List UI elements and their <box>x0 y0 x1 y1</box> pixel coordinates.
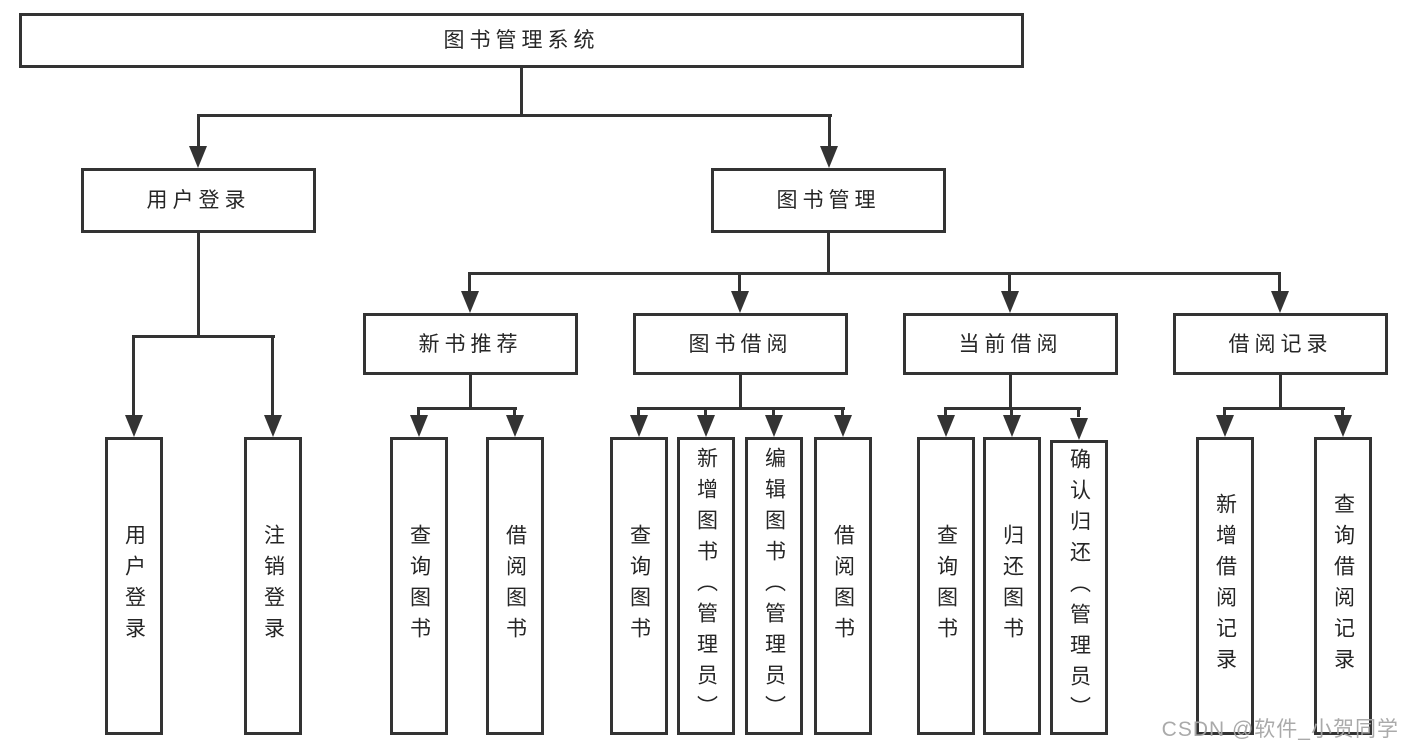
arrowhead-down-icon <box>506 415 524 437</box>
arrowhead-down-icon <box>264 415 282 437</box>
arrowhead-down-icon <box>765 415 783 437</box>
leaf-current-query-books: 查询图书 <box>917 437 975 735</box>
node-new-book-recommend: 新书推荐 <box>363 313 578 375</box>
connector-line <box>1077 407 1080 417</box>
node-current-borrow: 当前借阅 <box>903 313 1118 375</box>
leaf-recommend-query-books: 查询图书 <box>390 437 448 735</box>
connector-line <box>468 272 471 293</box>
connector-line <box>469 375 472 409</box>
connector-line <box>1009 375 1012 409</box>
arrowhead-down-icon <box>1271 291 1289 313</box>
leaf-borrow-edit-books-admin: 编辑图书（管理员） <box>745 437 803 735</box>
connector-line <box>513 407 516 417</box>
connector-line <box>827 233 830 274</box>
leaf-current-return-books: 归还图书 <box>983 437 1041 735</box>
arrowhead-down-icon <box>1216 415 1234 437</box>
connector-line <box>197 114 200 148</box>
node-borrow-records: 借阅记录 <box>1173 313 1388 375</box>
connector-line <box>520 68 523 117</box>
arrowhead-down-icon <box>1334 415 1352 437</box>
connector-line <box>197 233 200 337</box>
arrowhead-down-icon <box>410 415 428 437</box>
leaf-recommend-borrow-books: 借阅图书 <box>486 437 544 735</box>
arrowhead-down-icon <box>189 146 207 168</box>
connector-line <box>1279 375 1282 409</box>
connector-line <box>841 407 844 417</box>
csdn-watermark: CSDN @软件_小贺同学 <box>1161 718 1399 741</box>
arrowhead-down-icon <box>820 146 838 168</box>
arrowhead-down-icon <box>937 415 955 437</box>
leaf-logout: 注销登录 <box>244 437 302 735</box>
connector-line <box>739 375 742 409</box>
arrowhead-down-icon <box>1070 418 1088 440</box>
arrowhead-down-icon <box>834 415 852 437</box>
connector-line <box>772 407 775 417</box>
connector-line <box>738 272 741 293</box>
leaf-user-login: 用户登录 <box>105 437 163 735</box>
leaf-borrow-query-books: 查询图书 <box>610 437 668 735</box>
leaf-records-add-record: 新增借阅记录 <box>1196 437 1254 735</box>
connector-line <box>1223 407 1226 417</box>
connector-line <box>637 407 845 410</box>
arrowhead-down-icon <box>1001 291 1019 313</box>
connector-line <box>1341 407 1344 417</box>
connector-line <box>1010 407 1013 417</box>
connector-line <box>1008 272 1011 293</box>
connector-line <box>197 114 832 117</box>
node-book-borrow: 图书借阅 <box>633 313 848 375</box>
leaf-current-confirm-return-admin: 确认归还（管理员） <box>1050 440 1108 735</box>
arrowhead-down-icon <box>630 415 648 437</box>
node-root-library-management-system: 图书管理系统 <box>19 13 1024 68</box>
connector-line <box>132 335 275 338</box>
connector-line <box>271 335 274 417</box>
connector-line <box>1223 407 1345 410</box>
leaf-records-query-record: 查询借阅记录 <box>1314 437 1372 735</box>
connector-line <box>1278 272 1281 293</box>
leaf-borrow-add-books-admin: 新增图书（管理员） <box>677 437 735 735</box>
arrowhead-down-icon <box>1003 415 1021 437</box>
connector-line <box>417 407 517 410</box>
connector-line <box>704 407 707 417</box>
arrowhead-down-icon <box>731 291 749 313</box>
node-user-login: 用户登录 <box>81 168 316 233</box>
connector-line <box>637 407 640 417</box>
connector-line <box>828 114 831 148</box>
arrowhead-down-icon <box>125 415 143 437</box>
arrowhead-down-icon <box>697 415 715 437</box>
arrowhead-down-icon <box>461 291 479 313</box>
connector-line <box>132 335 135 417</box>
connector-line <box>417 407 420 417</box>
connector-line <box>944 407 947 417</box>
leaf-borrow-lend-books: 借阅图书 <box>814 437 872 735</box>
connector-line <box>468 272 1281 275</box>
node-book-management: 图书管理 <box>711 168 946 233</box>
